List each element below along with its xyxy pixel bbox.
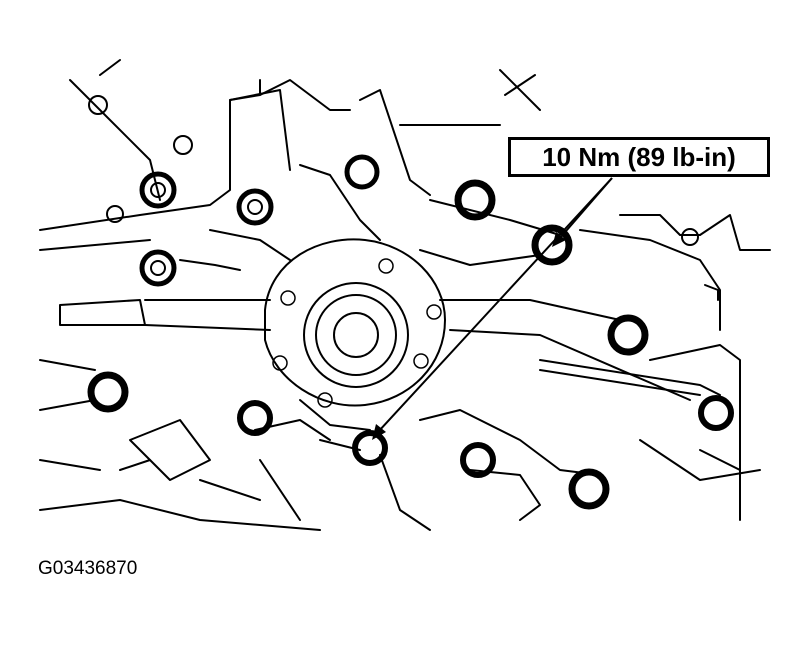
bolt-8 [87, 371, 129, 413]
bolt-10 [352, 430, 388, 466]
callout-leaders [372, 177, 613, 440]
bolt-3 [139, 249, 177, 287]
engine-block-outline [39, 59, 771, 531]
bolt-11 [460, 442, 496, 478]
bolt-13 [698, 395, 734, 431]
bolt-4 [344, 154, 380, 190]
torque-callout: 10 Nm (89 lb-in) [508, 137, 770, 177]
figure-id: G03436870 [38, 558, 138, 579]
water-pump-housing [264, 238, 446, 431]
pump-bolts [87, 154, 734, 510]
bolt-9 [237, 400, 273, 436]
bolt-2 [236, 188, 274, 226]
bolt-6 [531, 224, 573, 266]
bolt-7 [607, 314, 649, 356]
bolt-1 [139, 171, 177, 209]
bolt-5 [454, 179, 496, 221]
locator-holes [88, 95, 699, 246]
bolt-12 [568, 468, 610, 510]
